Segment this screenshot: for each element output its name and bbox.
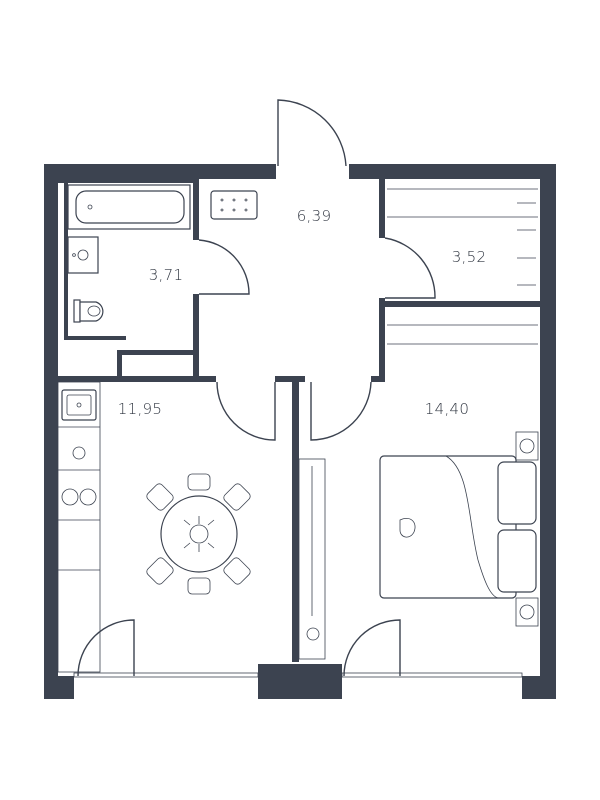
hob-icon [61, 446, 97, 506]
kitchen-sink-icon [61, 389, 97, 421]
area-labels: 3,71 6,39 3,52 11,95 14,40 [118, 207, 487, 418]
kitchen-counter [57, 381, 101, 673]
washing-machine-icon [210, 190, 258, 220]
doors [77, 99, 436, 677]
toilet-icon [73, 299, 104, 323]
dining-table-icon [146, 473, 251, 595]
exterior-walls [44, 164, 556, 699]
room-area-bathroom: 3,71 [149, 266, 184, 284]
interior-walls [58, 179, 540, 662]
double-bed-icon [379, 431, 539, 627]
wardrobe-icon [387, 188, 538, 345]
room-area-closet: 3,52 [452, 248, 487, 266]
bathtub-icon [67, 184, 191, 230]
plant-icon [183, 516, 215, 552]
room-area-bedroom: 14,40 [425, 400, 469, 418]
room-area-hallway: 6,39 [297, 207, 332, 225]
room-area-kitchen-living: 11,95 [118, 400, 162, 418]
sink-icon [67, 236, 99, 274]
tv-cabinet [298, 458, 326, 660]
